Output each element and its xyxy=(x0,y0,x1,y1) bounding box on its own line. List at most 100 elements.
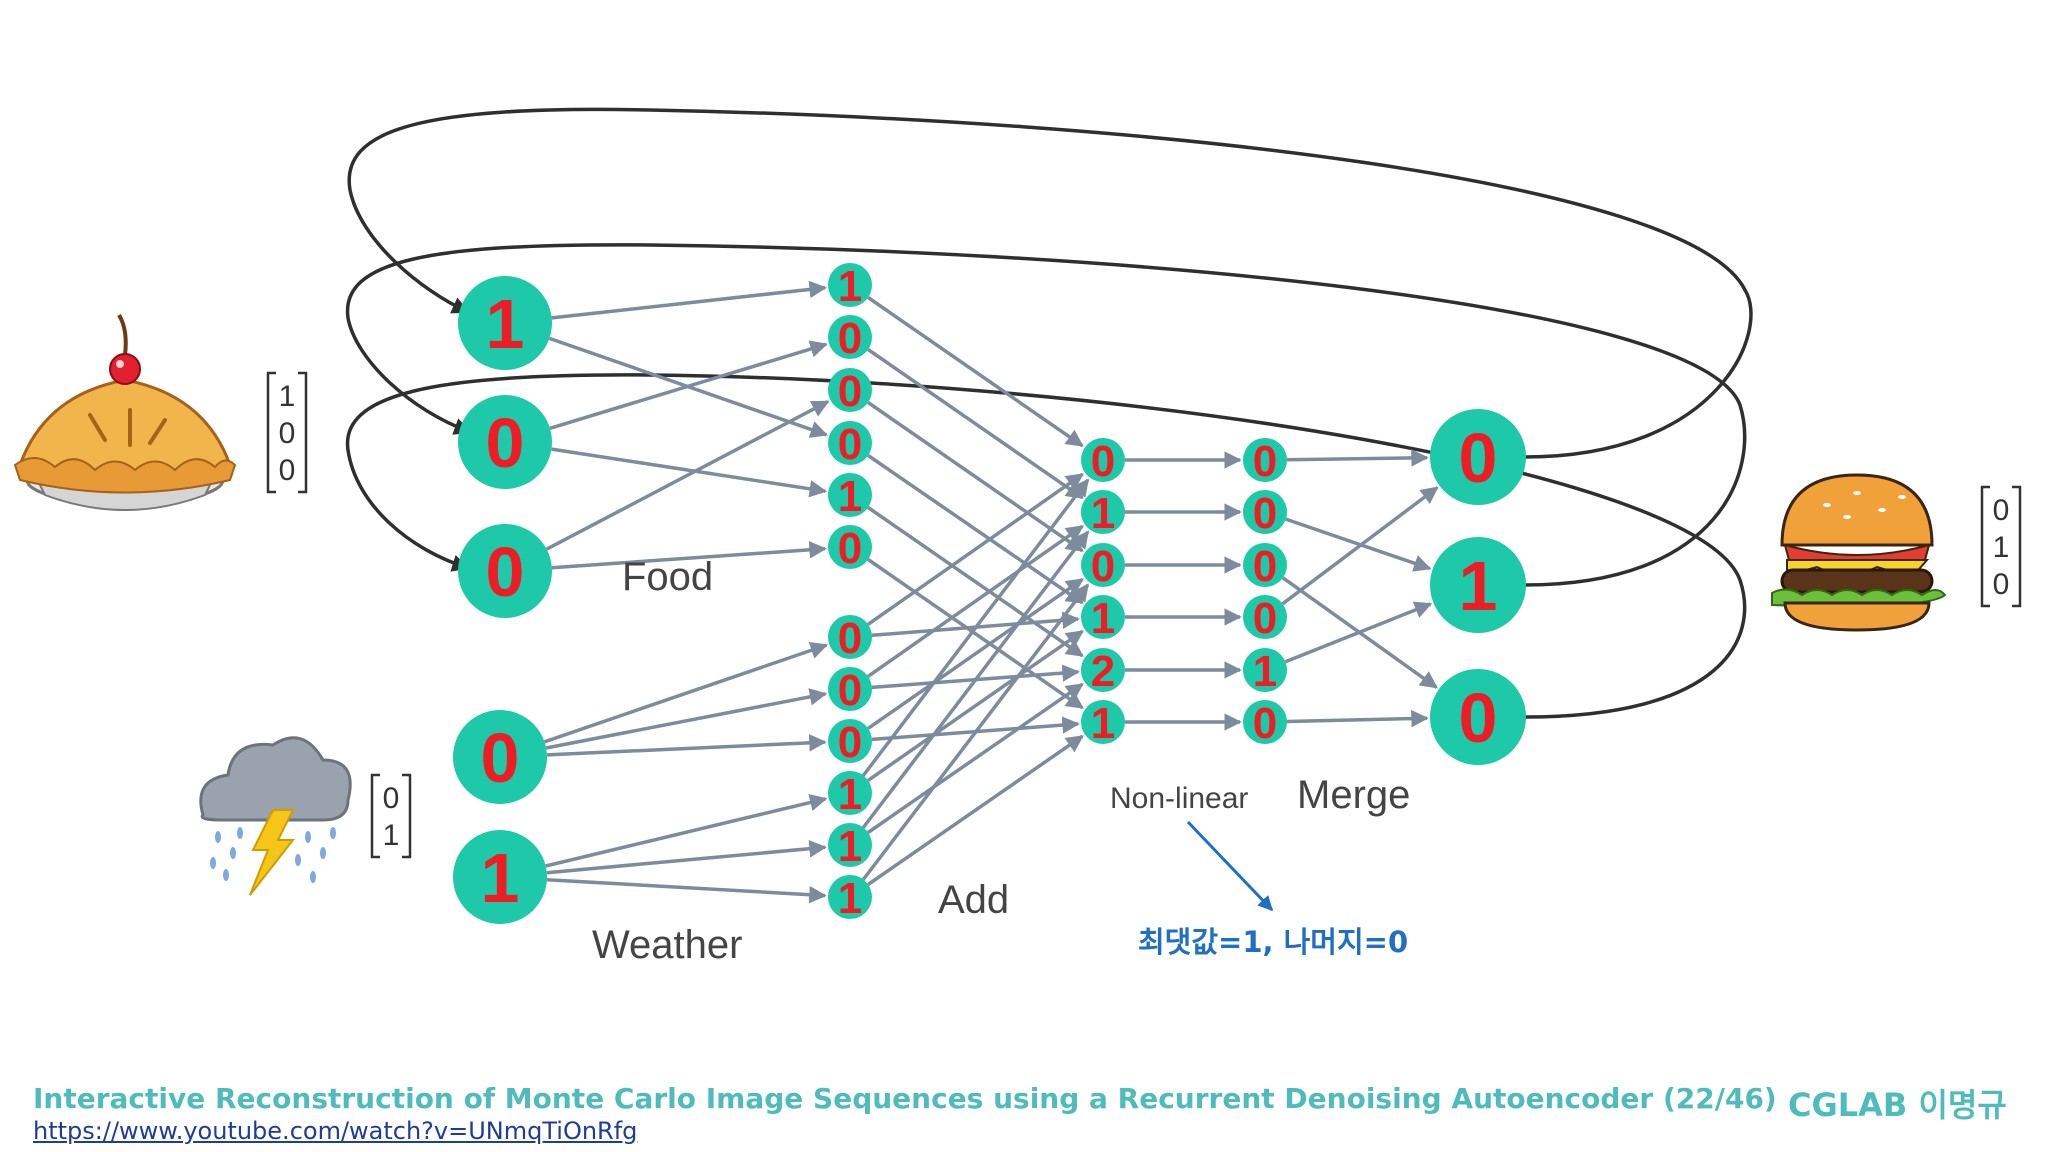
bit-to-add-arrow xyxy=(866,524,1084,678)
food-bit-node-value: 0 xyxy=(838,420,862,469)
nonlinear-node-value: 0 xyxy=(1253,699,1277,748)
food-bit-node: 0 xyxy=(828,524,872,573)
food-bit-node-value: 1 xyxy=(838,262,862,311)
weather-input-node-value: 1 xyxy=(481,839,520,917)
food-input-node-circle xyxy=(458,395,552,489)
food-input-vector: 100 xyxy=(266,371,308,494)
nonlinear-node-value: 0 xyxy=(1253,489,1277,538)
weather-input-node: 0 xyxy=(453,710,547,804)
weather-to-bit-arrow xyxy=(546,734,827,757)
food-bit-node-value: 0 xyxy=(838,524,862,573)
footer-title: Interactive Reconstruction of Monte Carl… xyxy=(33,1082,1777,1115)
add-node-value: 0 xyxy=(1091,542,1115,591)
merge-label: Merge xyxy=(1297,773,1410,817)
weather-bit-node: 1 xyxy=(828,770,872,819)
food-input-node: 1 xyxy=(458,276,552,370)
food-bit-node: 1 xyxy=(828,262,872,311)
food-input-node-circle xyxy=(458,276,552,370)
nonlinear-node: 0 xyxy=(1243,437,1287,486)
bit-to-add-arrow xyxy=(861,530,1090,829)
output-vector-entry: 0 xyxy=(1993,494,2010,527)
food-input-node-value: 0 xyxy=(486,533,525,611)
bit-to-add-arrow xyxy=(867,348,1084,500)
nonlinear-to-output-arrow xyxy=(1281,576,1438,689)
food-input-vector-entry: 0 xyxy=(279,454,296,487)
weather-to-bit-arrow xyxy=(546,840,827,875)
food-input-node: 0 xyxy=(458,524,552,618)
weather-bit-node-circle xyxy=(828,615,872,659)
pie-icon xyxy=(13,313,237,511)
food-input-node-value: 0 xyxy=(486,404,525,482)
food-bit-node-circle xyxy=(828,525,872,569)
output-node-value: 1 xyxy=(1459,547,1498,625)
food-bit-node-circle xyxy=(828,315,872,359)
nonlinear-node: 0 xyxy=(1243,542,1287,591)
food-to-bit-arrow xyxy=(551,541,827,570)
add-node: 1 xyxy=(1081,594,1125,643)
bit-to-add-arrow xyxy=(867,734,1084,886)
output-vector-entry: 0 xyxy=(1993,568,2010,601)
output-node-circle xyxy=(1430,537,1526,633)
nonlinear-node-value: 1 xyxy=(1253,647,1277,696)
output-node: 0 xyxy=(1430,669,1526,765)
add-node-circle xyxy=(1081,648,1125,692)
loop-arrow-bottom xyxy=(345,373,1747,719)
weather-bit-node: 1 xyxy=(828,874,872,923)
nonlinear-node-circle xyxy=(1243,438,1287,482)
weather-bit-node-value: 0 xyxy=(838,666,862,715)
nonlinear-node-value: 0 xyxy=(1253,542,1277,591)
bit-to-add-arrow xyxy=(867,682,1084,834)
output-node-value: 0 xyxy=(1459,419,1498,497)
bit-to-add-arrow xyxy=(861,583,1090,881)
nonlinear-node-circle xyxy=(1243,595,1287,639)
weather-label: Weather xyxy=(592,923,742,967)
add-node-circle xyxy=(1081,490,1125,534)
add-node-value: 1 xyxy=(1091,489,1115,538)
bit-to-add-arrow xyxy=(867,401,1084,553)
weather-input-node-circle xyxy=(453,710,547,804)
burger-icon xyxy=(1771,473,1947,632)
add-node: 1 xyxy=(1081,489,1125,538)
loop-arrow-middle xyxy=(345,243,1747,587)
add-node-value: 1 xyxy=(1091,699,1115,748)
nonlinear-node-circle xyxy=(1243,700,1287,744)
output-node-circle xyxy=(1430,669,1526,765)
weather-bit-node-value: 1 xyxy=(838,874,862,923)
add-node-circle xyxy=(1081,543,1125,587)
food-input-vector-entry: 1 xyxy=(279,380,296,413)
output-node-circle xyxy=(1430,409,1526,505)
nonlinear-node: 0 xyxy=(1243,594,1287,643)
weather-bit-node-circle xyxy=(828,771,872,815)
food-bit-node: 1 xyxy=(828,472,872,521)
food-input-vector-bracket xyxy=(266,371,308,494)
bit-to-add-arrow xyxy=(866,472,1084,626)
food-label: Food xyxy=(622,555,713,599)
food-bit-node-value: 1 xyxy=(838,472,862,521)
weather-bit-node: 1 xyxy=(828,822,872,871)
loop-arrow-top xyxy=(347,107,1753,459)
youtube-link[interactable]: https://www.youtube.com/watch?v=UNmqTiOn… xyxy=(33,1117,638,1145)
weather-to-bit-arrow xyxy=(546,877,827,904)
bit-to-add-arrow xyxy=(867,296,1084,448)
nonlinear-node-circle xyxy=(1243,648,1287,692)
food-bit-node: 0 xyxy=(828,314,872,363)
weather-input-vector: 01 xyxy=(370,773,412,859)
food-bit-node-value: 0 xyxy=(838,367,862,416)
connection-arrows xyxy=(543,280,1439,904)
weather-bit-node-circle xyxy=(828,719,872,763)
food-input-node: 0 xyxy=(458,395,552,489)
food-input-node-value: 1 xyxy=(486,285,525,363)
weather-to-bit-arrow xyxy=(545,688,828,750)
nonlinear-node: 0 xyxy=(1243,489,1287,538)
weather-input-vector-entry: 1 xyxy=(383,819,400,852)
output-node-value: 0 xyxy=(1459,679,1498,757)
weather-input-vector-bracket xyxy=(370,773,412,859)
add-label: Add xyxy=(938,878,1009,922)
weather-to-bit-arrow xyxy=(543,641,829,744)
weather-bit-node-circle xyxy=(828,875,872,919)
nonlinear-node: 0 xyxy=(1243,699,1287,748)
food-bit-node: 0 xyxy=(828,367,872,416)
bit-to-add-arrow xyxy=(861,478,1090,777)
weather-input-node-value: 0 xyxy=(481,719,520,797)
